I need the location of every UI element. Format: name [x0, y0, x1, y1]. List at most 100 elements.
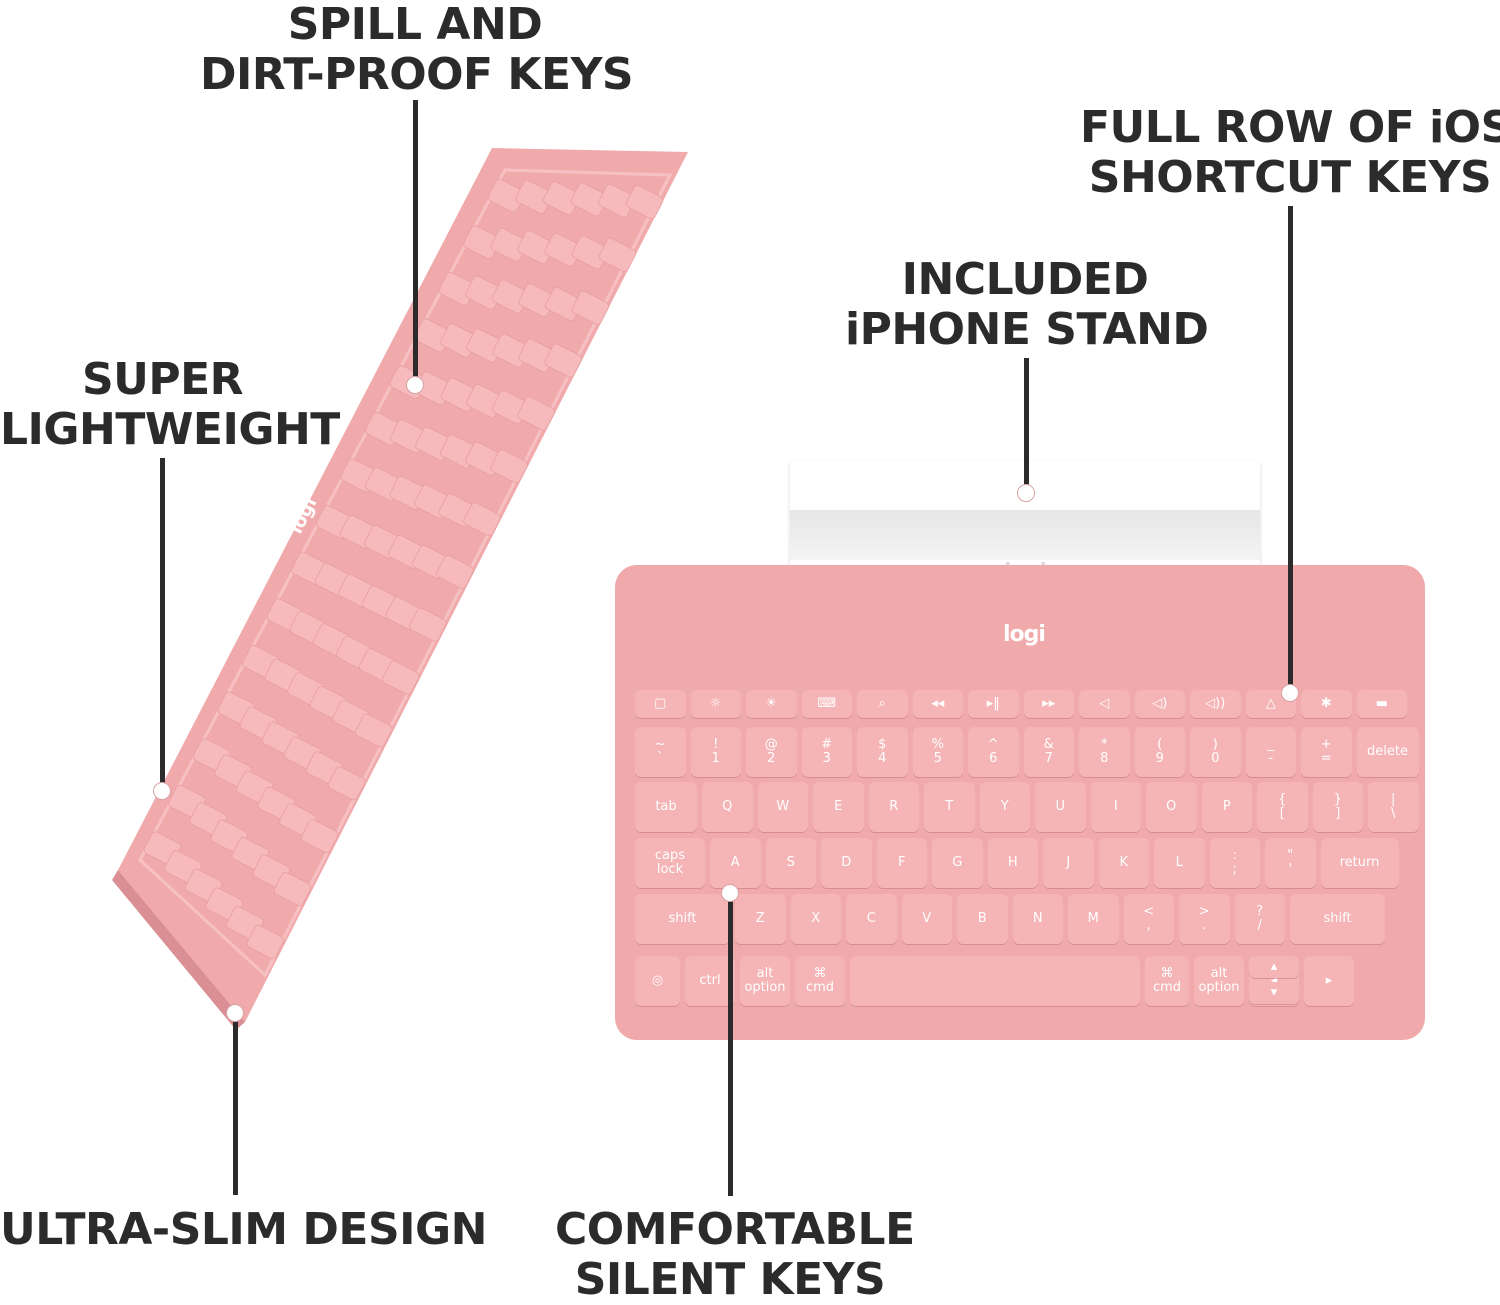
spacebar[interactable]	[850, 956, 1140, 1006]
number-key[interactable]: ( 9	[1134, 727, 1185, 777]
letter-key[interactable]: T	[924, 782, 975, 832]
stand-groove	[790, 510, 1260, 560]
letter-key[interactable]: return	[1320, 838, 1399, 888]
modifier-key[interactable]: alt option	[1194, 956, 1244, 1006]
letter-key[interactable]: J	[1043, 838, 1094, 888]
letter-key[interactable]: R	[868, 782, 919, 832]
number-key[interactable]: ^ 6	[968, 727, 1019, 777]
letter-key[interactable]: Z	[735, 894, 786, 944]
letter-key[interactable]: S	[765, 838, 816, 888]
letter-key[interactable]: > .	[1179, 894, 1230, 944]
slanted-key	[625, 185, 664, 220]
slanted-key	[246, 924, 285, 959]
spill-dot	[406, 376, 424, 394]
letter-key[interactable]: Y	[979, 782, 1030, 832]
letter-key[interactable]: shift	[635, 894, 730, 944]
modifier-key[interactable]: ⌘ cmd	[795, 956, 845, 1006]
letter-key[interactable]: U	[1035, 782, 1086, 832]
letter-key[interactable]: G	[932, 838, 983, 888]
letter-key[interactable]: K	[1098, 838, 1149, 888]
number-key[interactable]: delete	[1356, 727, 1419, 777]
modifier-key[interactable]: alt option	[740, 956, 790, 1006]
slanted-key	[327, 766, 366, 801]
fn-key[interactable]: ◂◂	[912, 690, 963, 718]
letter-key[interactable]: B	[957, 894, 1008, 944]
letter-key[interactable]: caps lock	[635, 838, 705, 888]
letter-key[interactable]: H	[987, 838, 1038, 888]
letter-key[interactable]: C	[846, 894, 897, 944]
fn-key[interactable]: ▬	[1356, 690, 1407, 718]
fn-key[interactable]: ▢	[635, 690, 686, 718]
letter-key[interactable]: W	[757, 782, 808, 832]
number-key[interactable]: * 8	[1079, 727, 1130, 777]
front-keyboard: logi ▢☼☀⌨⌕◂◂▸‖▸▸◁◁)◁))△✱▬ ~ `! 1@ 2# 3$ 4…	[615, 565, 1425, 1040]
letter-key[interactable]: P	[1201, 782, 1252, 832]
number-key[interactable]: _ -	[1245, 727, 1296, 777]
slanted-key	[544, 343, 583, 378]
letter-key[interactable]: A	[710, 838, 761, 888]
number-key[interactable]: ! 1	[690, 727, 741, 777]
letter-key[interactable]: : ;	[1209, 838, 1260, 888]
letter-key[interactable]: tab	[635, 782, 697, 832]
letter-key[interactable]: V	[901, 894, 952, 944]
number-key[interactable]: ) 0	[1190, 727, 1241, 777]
modifier-key[interactable]: ⌘ cmd	[1145, 956, 1189, 1006]
fn-key[interactable]: ☀	[746, 690, 797, 718]
letter-key[interactable]: N	[1012, 894, 1063, 944]
number-key[interactable]: @ 2	[746, 727, 797, 777]
fn-key[interactable]: ✱	[1301, 690, 1352, 718]
number-key[interactable]: + =	[1301, 727, 1352, 777]
slim-callout: ULTRA-SLIM DESIGN	[0, 1204, 487, 1255]
modifier-key[interactable]: ctrl	[685, 956, 735, 1006]
lightweight-dot	[153, 782, 171, 800]
letter-key[interactable]: O	[1146, 782, 1197, 832]
letter-key[interactable]: shift	[1290, 894, 1385, 944]
arrow-key[interactable]: ▴	[1249, 956, 1299, 978]
fn-key[interactable]: ⌕	[857, 690, 908, 718]
fn-key[interactable]: ▸▸	[1023, 690, 1074, 718]
letter-key[interactable]: } ]	[1312, 782, 1363, 832]
letter-key[interactable]: " '	[1265, 838, 1316, 888]
letter-key[interactable]: E	[813, 782, 864, 832]
number-key[interactable]: % 5	[912, 727, 963, 777]
stand-line	[1024, 358, 1029, 488]
number-key[interactable]: ~ `	[635, 727, 686, 777]
slim-line	[233, 1020, 238, 1195]
fn-key[interactable]: ◁))	[1190, 690, 1241, 718]
fn-key[interactable]: ⌨	[801, 690, 852, 718]
fn-key[interactable]: ▸‖	[968, 690, 1019, 718]
letter-key[interactable]: I	[1090, 782, 1141, 832]
slanted-keyboard-edge	[112, 870, 245, 1030]
slim-dot	[226, 1004, 244, 1022]
arrow-key[interactable]: ▾	[1249, 982, 1299, 1004]
spill-line	[413, 100, 418, 382]
number-key[interactable]: & 7	[1023, 727, 1074, 777]
slanted-key	[273, 872, 312, 907]
fn-key[interactable]: ☼	[690, 690, 741, 718]
fn-key[interactable]: ◁)	[1134, 690, 1185, 718]
lightweight-line	[160, 458, 165, 783]
letter-key[interactable]: ? /	[1234, 894, 1285, 944]
letter-key[interactable]: L	[1154, 838, 1205, 888]
modifier-key[interactable]: ◎	[635, 956, 680, 1006]
number-key[interactable]: $ 4	[857, 727, 908, 777]
fn-key[interactable]: ◁	[1079, 690, 1130, 718]
letter-key[interactable]: D	[821, 838, 872, 888]
slanted-key	[598, 237, 637, 272]
slanted-key	[436, 555, 474, 589]
letter-key[interactable]: M	[1068, 894, 1119, 944]
number-key[interactable]: # 3	[801, 727, 852, 777]
letter-key[interactable]: < ,	[1123, 894, 1174, 944]
fn-key[interactable]: △	[1245, 690, 1296, 718]
letter-key[interactable]: X	[790, 894, 841, 944]
keyboard-logo: logi	[1003, 622, 1046, 647]
letter-key[interactable]: { [	[1257, 782, 1308, 832]
letter-key[interactable]: Q	[702, 782, 753, 832]
letter-key[interactable]: F	[876, 838, 927, 888]
letter-key[interactable]: | \	[1368, 782, 1419, 832]
modifier-key[interactable]: ▸	[1304, 956, 1354, 1006]
